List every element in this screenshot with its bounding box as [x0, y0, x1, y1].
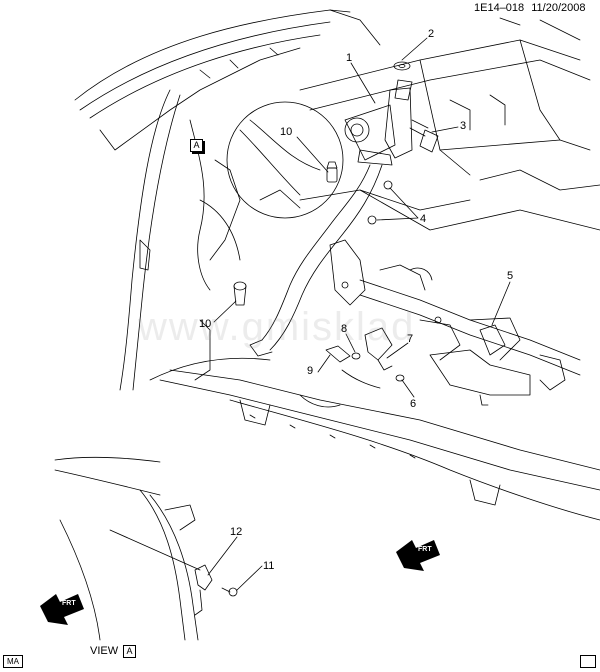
view-caption-prefix: VIEW [90, 645, 119, 657]
retractor-assembly [249, 79, 413, 357]
frt-label-left: FRT [62, 600, 76, 607]
callout-10-lower: 10 [199, 318, 212, 330]
bolt-3 [409, 119, 439, 153]
detail-circle [226, 101, 344, 219]
frt-arrow-icons [40, 540, 440, 625]
corner-tag-right [580, 655, 596, 668]
callout-4: 4 [420, 213, 427, 225]
washer-2 [393, 61, 411, 71]
view-caption-letter: A [123, 645, 136, 658]
callout-7: 7 [407, 333, 414, 345]
view-caption: VIEW [90, 645, 118, 657]
nuts-4 [367, 180, 393, 225]
callout-12: 12 [230, 526, 243, 538]
callout-8: 8 [341, 323, 348, 335]
rear-deck [299, 17, 600, 231]
watermark-text: www.gmisklad [138, 305, 416, 349]
frt-label-right: FRT [418, 546, 432, 553]
callout-5: 5 [507, 270, 514, 282]
callout-3: 3 [460, 120, 467, 132]
view-a-marker: A [190, 139, 203, 152]
drawing-header: 1E14–018 11/20/2008 [474, 2, 585, 14]
drawing-date: 11/20/2008 [531, 2, 586, 14]
floor-pan [159, 369, 600, 521]
view-a-detail [54, 456, 238, 641]
callout-6: 6 [410, 398, 417, 410]
drawing-code: 1E14–018 [474, 2, 525, 14]
leader-lines [207, 37, 511, 591]
roof-frame [74, 9, 381, 151]
callout-1: 1 [346, 52, 353, 64]
callout-9: 9 [307, 365, 314, 377]
buckle-7 [325, 327, 405, 389]
callout-2: 2 [428, 28, 435, 40]
seat-frame [329, 239, 581, 406]
corner-tag-left: MA [3, 655, 23, 668]
bolt-10-lower [233, 281, 247, 306]
callout-11: 11 [263, 560, 275, 572]
callout-10-detail: 10 [280, 126, 293, 138]
